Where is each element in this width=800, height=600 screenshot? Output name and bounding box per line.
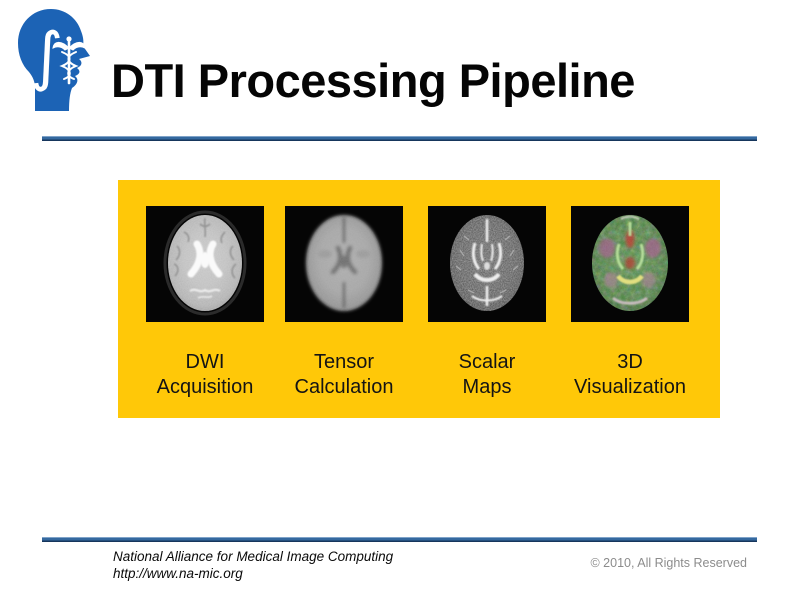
step-label-line2: Calculation: [294, 376, 394, 398]
footer-organization: National Alliance for Medical Image Comp…: [113, 549, 533, 582]
integral-icon: ∫: [30, 20, 63, 94]
step-label-dwi-acquisition: DWI Acquisition: [135, 350, 275, 400]
footer-divider-line: [42, 537, 757, 542]
step-label-line2: Visualization: [574, 376, 686, 398]
step-label-line1: Tensor: [313, 351, 375, 373]
pipeline-image-scalar: [428, 206, 546, 322]
pipeline-image-dwi: [146, 206, 264, 322]
pipeline-panel: DWI Acquisition Tensor Calculation Scala…: [118, 180, 720, 418]
footer-org-url: http://www.na-mic.org: [113, 565, 243, 581]
step-label-tensor-calculation: Tensor Calculation: [274, 350, 414, 400]
pipeline-image-tensor: [285, 206, 403, 322]
footer-org-name: National Alliance for Medical Image Comp…: [113, 549, 394, 564]
step-label-line2: Maps: [462, 376, 512, 398]
namic-head-logo: ∫: [13, 8, 97, 112]
slide-title: DTI Processing Pipeline: [111, 54, 635, 107]
step-label-line1: 3D: [617, 351, 643, 373]
step-label-3d-visualization: 3D Visualization: [560, 350, 700, 400]
caduceus-icon: [52, 36, 86, 85]
step-label-line1: DWI: [185, 351, 225, 373]
logo-head-silhouette: [18, 9, 90, 111]
pipeline-image-3d: [571, 206, 689, 322]
step-label-line2: Acquisition: [156, 376, 254, 398]
copyright-notice: © 2010, All Rights Reserved: [590, 556, 747, 570]
title-divider-line: [42, 136, 757, 141]
step-label-scalar-maps: Scalar Maps: [417, 350, 557, 400]
namic-logo-graphic: ∫: [18, 9, 90, 111]
step-label-line1: Scalar: [458, 351, 516, 373]
